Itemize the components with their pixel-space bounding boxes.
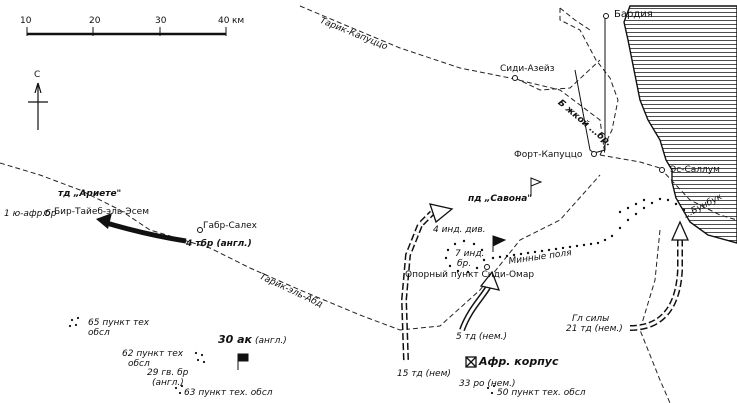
unit-savona: пд „Савона": [468, 194, 532, 204]
supply-62b: обсл: [128, 359, 150, 369]
unit-afr-corps: Афр. корпус: [479, 355, 559, 368]
unit-15-td: 15 тд (нем): [397, 369, 451, 379]
place-es-sallum: Эс-Саллум: [670, 165, 720, 175]
supply-50: 50 пункт тех. обсл: [497, 388, 586, 398]
supply-65b: обсл: [88, 328, 110, 338]
scale-tick-20: 20: [89, 16, 101, 26]
unit-29-gv: 29 гв. бр: [147, 368, 189, 378]
scale-tick-10: 10: [20, 16, 32, 26]
minefields: [444, 197, 686, 274]
unit-ariete: тд „Ариете": [58, 189, 122, 199]
german-15td-arrow: [400, 203, 454, 361]
unit-29-gv-b: (англ.): [152, 378, 184, 388]
place-bardia: Бардия: [614, 9, 653, 20]
ind4-flag: [492, 235, 507, 252]
unit-7-ind: 7 инд.: [455, 249, 485, 259]
unit-5-td: 5 тд (нем.): [456, 332, 508, 342]
unit-1-safr: 1 ю-афр.бр: [4, 209, 57, 219]
supply-point-markers: [68, 316, 496, 395]
roads: [0, 5, 737, 403]
german-5td-arrow: [459, 270, 501, 332]
unit-4-ind: 4 инд. див.: [433, 225, 486, 235]
place-fort-capuzzo: Форт-Капуццо: [514, 150, 583, 160]
unit-7-ind-br: бр.: [457, 259, 472, 269]
scale-tick-40: 40: [218, 16, 230, 26]
place-sidi-omar: Опорный пункт Сиди-Омар: [405, 270, 535, 280]
british-4tbr-arrow: [96, 213, 187, 244]
german-21td-arrow: [629, 220, 690, 331]
settlement-markers: [44, 13, 665, 270]
savona-flag: [530, 177, 543, 196]
supply-62: 62 пункт тех: [122, 349, 184, 359]
unit-gl-sily: Гл силы: [572, 314, 610, 324]
scale-tick-30: 30: [155, 16, 167, 26]
place-bir-taieb: Бир-Тайеб-эль-Эсем: [54, 207, 149, 217]
unit-33-ro: 33 ро (нем.): [459, 379, 516, 389]
unit-21-td: 21 тд (нем.): [566, 324, 623, 334]
north-arrow-graphic: [28, 82, 48, 130]
unit-30-ak-suffix: (англ.): [255, 336, 287, 346]
scale-bar-graphic: [26, 27, 227, 36]
supply-65: 65 пункт тех: [88, 318, 150, 328]
afr-corps-symbol: [465, 356, 477, 368]
unit-30-ak: 30 ак: [218, 333, 253, 346]
north-label: С: [34, 70, 41, 80]
place-gabr-saleh: Габр-Салех: [203, 221, 257, 231]
supply-63: 63 пункт тех. обсл: [184, 388, 273, 398]
scale-unit: км: [232, 16, 245, 26]
unit-4-tbr: 4 тбр (англ.): [186, 239, 252, 249]
ak30-flag: [237, 353, 249, 370]
sea-area: [623, 5, 737, 244]
place-sidi-azeiz: Сиди-Азейз: [500, 64, 555, 74]
